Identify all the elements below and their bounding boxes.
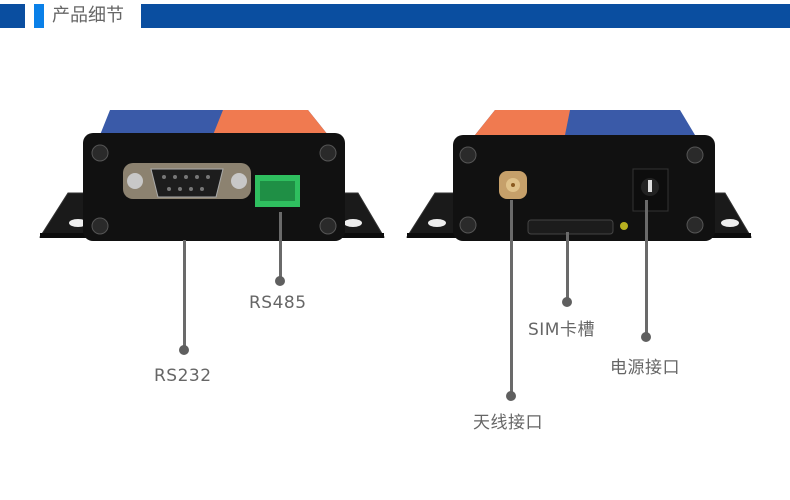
antenna-label: 天线接口 [473,413,543,433]
header-bar-right [141,4,790,28]
sim-label: SIM卡槽 [528,320,595,340]
rs232-label: RS232 [154,366,212,386]
sim-callout-line [566,232,569,302]
rs485-label: RS485 [249,293,307,313]
device-front-image [39,110,385,241]
device-back-image [406,110,752,241]
header-accent-bar [34,4,44,28]
rs485-callout-dot [275,276,285,286]
power-callout-dot [641,332,651,342]
rs232-callout-line [183,240,186,348]
rs485-callout-line [279,212,282,280]
antenna-callout-line [510,200,513,395]
power-label: 电源接口 [610,358,680,378]
sim-callout-dot [562,297,572,307]
antenna-callout-dot [506,391,516,401]
header-bar-left [0,4,25,28]
power-callout-line [645,200,648,337]
rs232-callout-dot [179,345,189,355]
section-title: 产品细节 [52,5,124,26]
